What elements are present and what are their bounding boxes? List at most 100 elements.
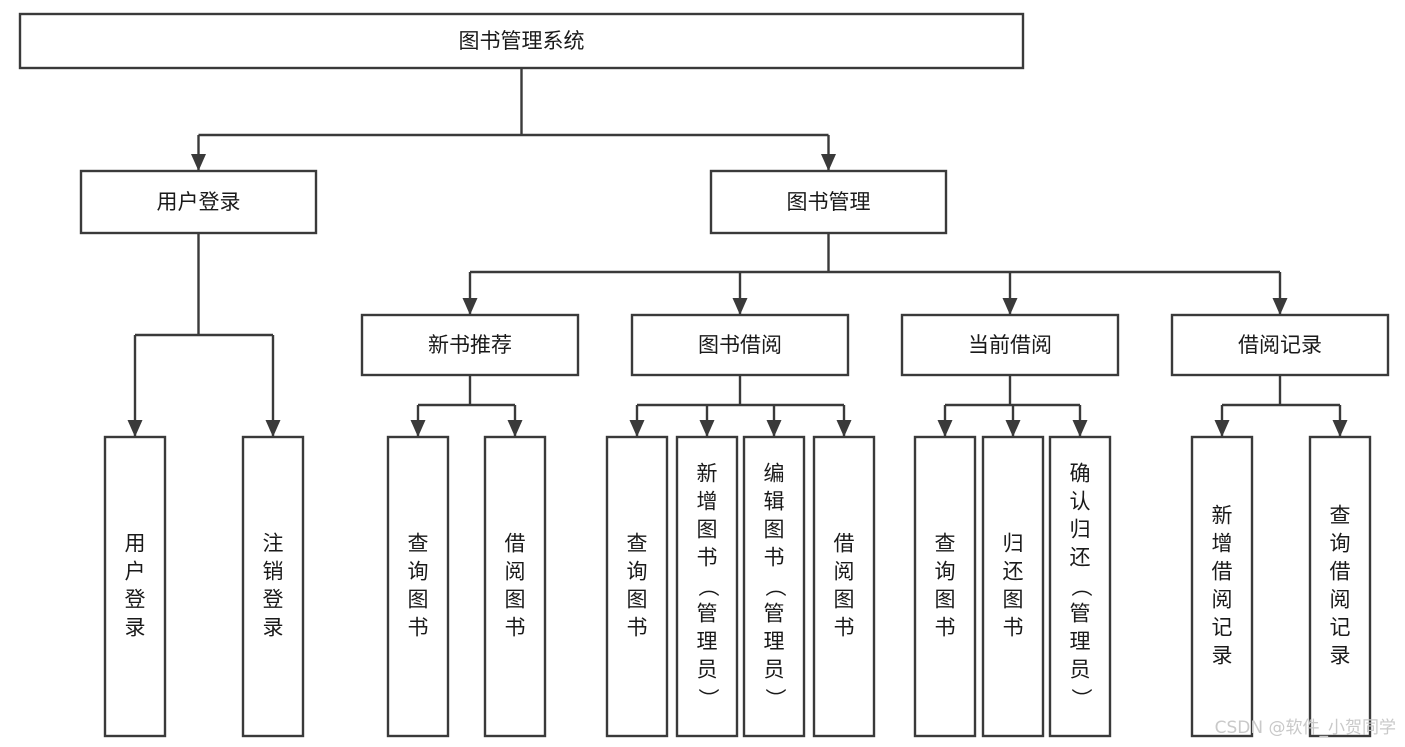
node-box[interactable] xyxy=(605,435,669,738)
node-layer: 图书管理系统用户登录图书管理新书推荐图书借阅当前借阅借阅记录用户登录注销登录查询… xyxy=(18,12,1390,738)
node-label: 当前借阅 xyxy=(968,333,1052,357)
node-label-char: 增 xyxy=(697,490,718,514)
node-label-char: 管 xyxy=(1070,602,1091,626)
node-label-char: ） xyxy=(1069,688,1093,709)
node-label-char: 查 xyxy=(1330,504,1351,528)
node-label-char: 书 xyxy=(935,616,956,640)
edge-group xyxy=(197,68,830,170)
node-label-char: 登 xyxy=(263,588,284,612)
node-label-char: 理 xyxy=(1070,630,1091,654)
node-label-char: 归 xyxy=(1003,532,1024,556)
node-label-char: 查 xyxy=(627,532,648,556)
node-label: 图书借阅 xyxy=(698,333,782,357)
node-box[interactable] xyxy=(1048,435,1112,738)
node-box[interactable] xyxy=(1308,435,1372,738)
arrow-head xyxy=(462,298,478,315)
node-leaf[interactable]: 用户登录 xyxy=(103,435,167,738)
node-label-char: 书 xyxy=(627,616,648,640)
node-label-char: 录 xyxy=(1212,644,1233,668)
node-box[interactable] xyxy=(1170,313,1390,377)
node-box[interactable] xyxy=(386,435,450,738)
arrow-head xyxy=(1002,298,1018,315)
node-level3[interactable]: 借阅记录 xyxy=(1170,313,1390,377)
node-label-char: 阅 xyxy=(1330,588,1351,612)
node-label-char: 管 xyxy=(697,602,718,626)
node-label-char: 编 xyxy=(764,462,785,486)
node-label-char: 销 xyxy=(263,560,284,584)
node-label-char: 员 xyxy=(1070,658,1091,682)
edge-group xyxy=(416,375,517,436)
node-box[interactable] xyxy=(709,169,948,235)
node-level3[interactable]: 图书借阅 xyxy=(630,313,850,377)
node-label-char: 户 xyxy=(125,560,146,584)
arrow-head xyxy=(766,420,782,437)
node-label-char: （ xyxy=(763,576,787,597)
node-box[interactable] xyxy=(812,435,876,738)
node-box[interactable] xyxy=(79,169,318,235)
node-box[interactable] xyxy=(360,313,580,377)
node-level3[interactable]: 当前借阅 xyxy=(900,313,1120,377)
connector-layer xyxy=(127,68,1348,437)
node-box[interactable] xyxy=(241,435,305,738)
arrow-head xyxy=(507,420,523,437)
node-box[interactable] xyxy=(630,313,850,377)
node-label-char: 图 xyxy=(1003,588,1024,612)
node-label-char: 记 xyxy=(1212,616,1233,640)
node-box[interactable] xyxy=(483,435,547,738)
edge-group xyxy=(1220,375,1342,436)
node-box[interactable] xyxy=(913,435,977,738)
arrow-head xyxy=(1272,298,1288,315)
arrow-head xyxy=(410,420,426,437)
node-label-char: 询 xyxy=(627,560,648,584)
node-label-char: ） xyxy=(763,688,787,709)
node-box[interactable] xyxy=(742,435,806,738)
edge-group xyxy=(468,233,1282,314)
node-level3[interactable]: 新书推荐 xyxy=(360,313,580,377)
node-label-char: 理 xyxy=(697,630,718,654)
node-label-char: 书 xyxy=(697,546,718,570)
node-box[interactable] xyxy=(675,435,739,738)
node-box[interactable] xyxy=(1190,435,1254,738)
node-label-char: 阅 xyxy=(1212,588,1233,612)
node-level2[interactable]: 用户登录 xyxy=(79,169,318,235)
node-label-char: 书 xyxy=(834,616,855,640)
node-label-char: 借 xyxy=(505,532,526,556)
node-label-char: 归 xyxy=(1070,518,1091,542)
node-label-char: 录 xyxy=(125,616,146,640)
node-root[interactable]: 图书管理系统 xyxy=(18,12,1025,70)
node-box[interactable] xyxy=(103,435,167,738)
node-box[interactable] xyxy=(18,12,1025,70)
node-label-char: 阅 xyxy=(834,560,855,584)
node-label-char: 新 xyxy=(1212,504,1233,528)
node-label: 新书推荐 xyxy=(428,333,512,357)
arrow-head xyxy=(629,420,645,437)
arrow-head xyxy=(265,420,281,437)
node-label-char: 询 xyxy=(1330,532,1351,556)
node-label-char: 查 xyxy=(935,532,956,556)
node-box[interactable] xyxy=(981,435,1045,738)
node-box[interactable] xyxy=(900,313,1120,377)
arrow-head xyxy=(1005,420,1021,437)
node-label-char: 询 xyxy=(408,560,429,584)
node-label-char: 书 xyxy=(408,616,429,640)
node-level2[interactable]: 图书管理 xyxy=(709,169,948,235)
arrow-head xyxy=(191,154,206,171)
node-label-char: 登 xyxy=(125,588,146,612)
